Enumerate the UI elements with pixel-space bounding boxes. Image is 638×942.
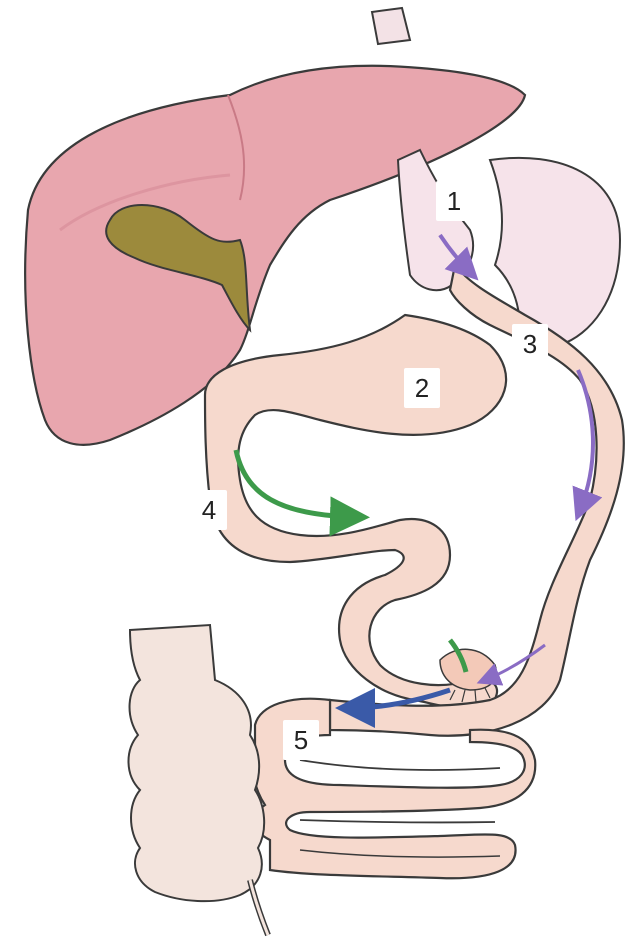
label-5: 5 <box>283 720 319 760</box>
label-4: 4 <box>191 490 227 530</box>
esophagus <box>372 8 410 44</box>
label-1: 1 <box>436 181 472 221</box>
label-2: 2 <box>404 368 440 408</box>
flow-arrow-green-1 <box>236 450 355 517</box>
label-3: 3 <box>512 324 548 364</box>
colon-icon <box>128 625 264 901</box>
